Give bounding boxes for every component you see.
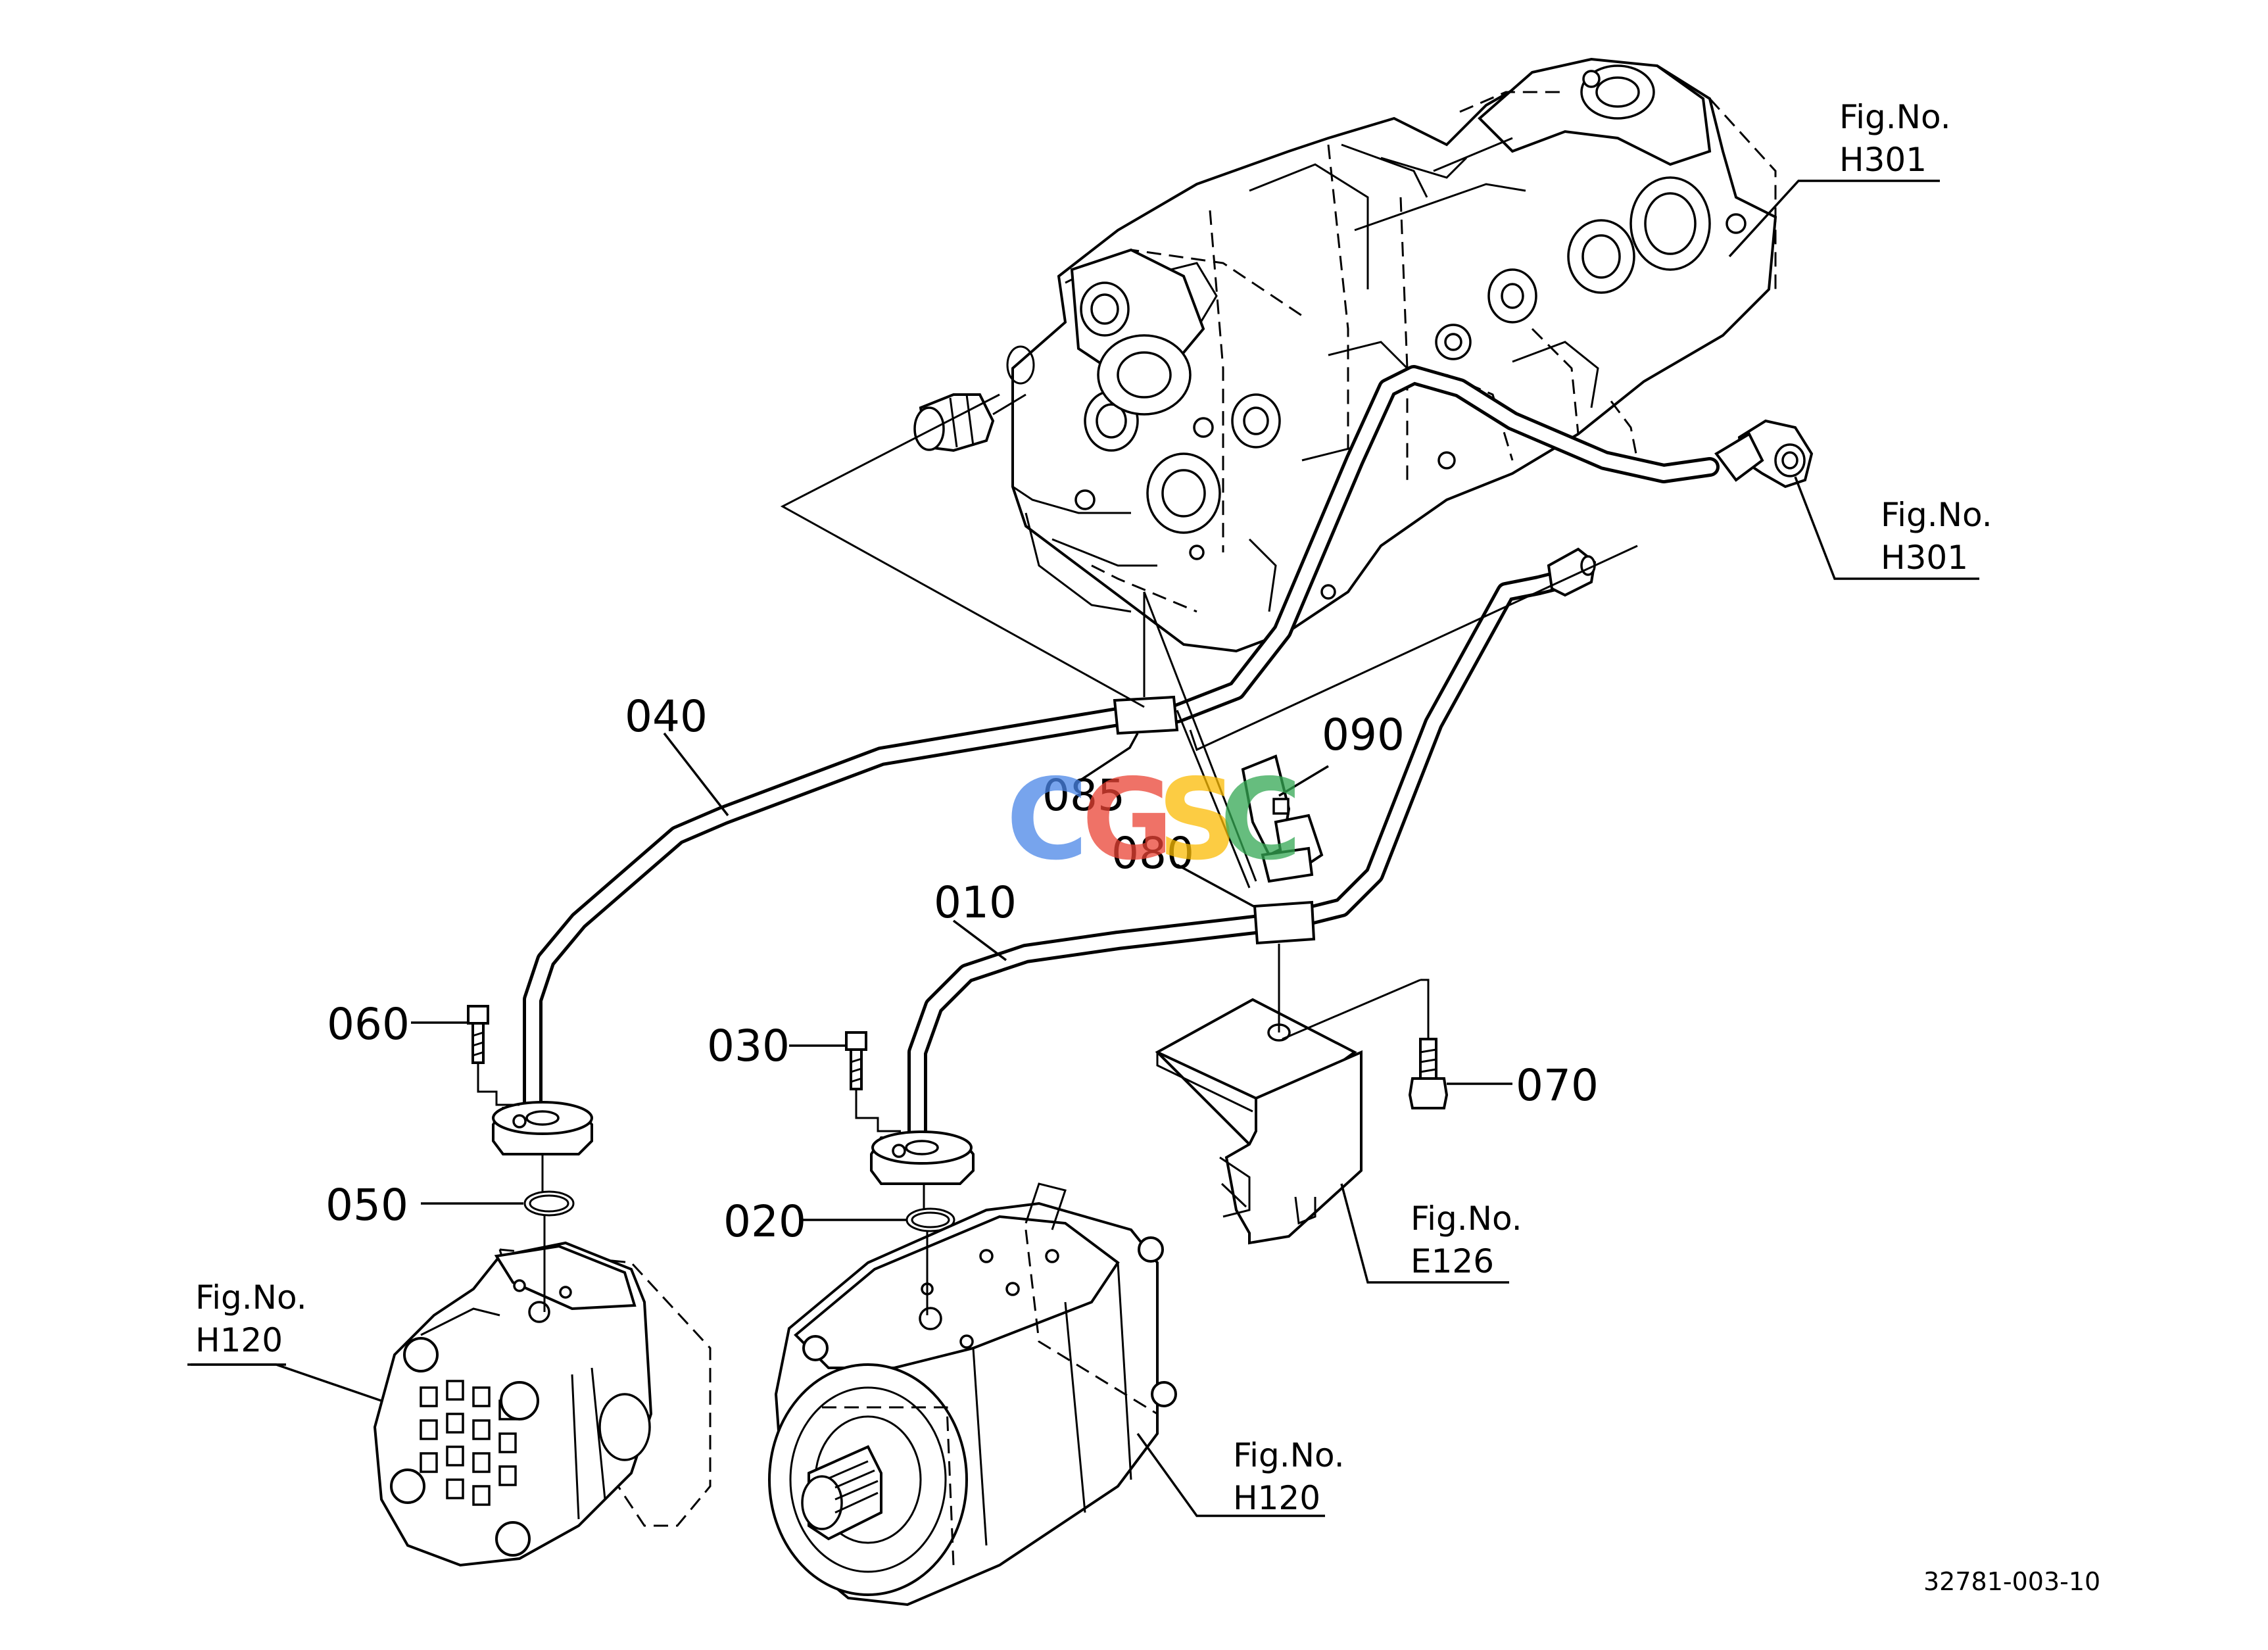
label-060: 060 — [327, 999, 410, 1050]
watermark-letter-g: G — [1082, 755, 1174, 885]
watermark-letter-c2: C — [1220, 755, 1302, 885]
elbow-fitting — [1714, 419, 1814, 489]
watermark-letter-s: S — [1157, 755, 1238, 885]
fig-ref-h120-left: Fig.No. H120 — [187, 1278, 307, 1366]
label-010: 010 — [934, 877, 1017, 928]
flange-010 — [870, 1130, 975, 1185]
leader-lines — [191, 180, 1881, 1517]
label-030: 030 — [707, 1021, 790, 1071]
svg-text:H120: H120 — [195, 1321, 283, 1359]
drawing-number: 32781-003-10 — [1923, 1567, 2100, 1596]
pipe-040 — [523, 365, 1720, 1115]
clamp-sleeve-080 — [1253, 900, 1316, 945]
label-040: 040 — [625, 691, 708, 742]
bracket-e126 — [1155, 998, 1363, 1245]
label-085: 085 — [1042, 770, 1125, 821]
label-020: 020 — [723, 1196, 806, 1247]
figure-references: Fig.No. H301 Fig.No. H301 Fig.No. E126 F… — [187, 98, 1992, 1517]
pump-port-grid — [420, 1380, 517, 1506]
watermark-cgsc: C G S C — [1006, 755, 1302, 885]
svg-text:Fig.No.: Fig.No. — [195, 1278, 307, 1317]
bolt-070 — [1408, 1038, 1449, 1109]
watermark-letter-c1: C — [1006, 755, 1088, 885]
flange-040 — [492, 1101, 593, 1155]
o-ring-020 — [905, 1207, 955, 1232]
pump-right-h120 — [768, 1182, 1177, 1607]
fig-ref-e126: Fig.No. E126 — [1407, 1200, 1522, 1284]
svg-text:Fig.No.: Fig.No. — [1411, 1200, 1522, 1238]
svg-text:Fig.No.: Fig.No. — [1233, 1436, 1345, 1474]
svg-text:H301: H301 — [1881, 539, 1968, 577]
part-number-labels: 040 085 090 080 010 060 030 070 050 020 — [326, 691, 1599, 1247]
svg-text:E126: E126 — [1411, 1242, 1494, 1280]
clamp-sleeve-085 — [1113, 695, 1179, 735]
svg-text:H120: H120 — [1233, 1479, 1320, 1517]
label-080: 080 — [1111, 828, 1194, 879]
label-050: 050 — [326, 1180, 408, 1230]
label-090: 090 — [1322, 710, 1405, 760]
fig-ref-h120-right: Fig.No. H120 — [1220, 1436, 1345, 1517]
svg-text:Fig.No.: Fig.No. — [1881, 496, 1992, 534]
fig-ref-h301-right: Fig.No. H301 — [1881, 496, 1992, 580]
bolt-030 — [845, 1031, 867, 1090]
o-ring-050 — [523, 1190, 575, 1217]
svg-text:Fig.No.: Fig.No. — [1839, 98, 1951, 136]
svg-text:H301: H301 — [1839, 141, 1927, 179]
control-valve-assembly — [913, 57, 1777, 653]
label-070: 070 — [1516, 1060, 1599, 1111]
bolt-060 — [467, 1005, 489, 1064]
fig-ref-h301-top: Fig.No. H301 — [1835, 98, 1951, 182]
pipe-clamp-090 — [1241, 754, 1324, 883]
pump-left-h120 — [373, 1241, 712, 1567]
